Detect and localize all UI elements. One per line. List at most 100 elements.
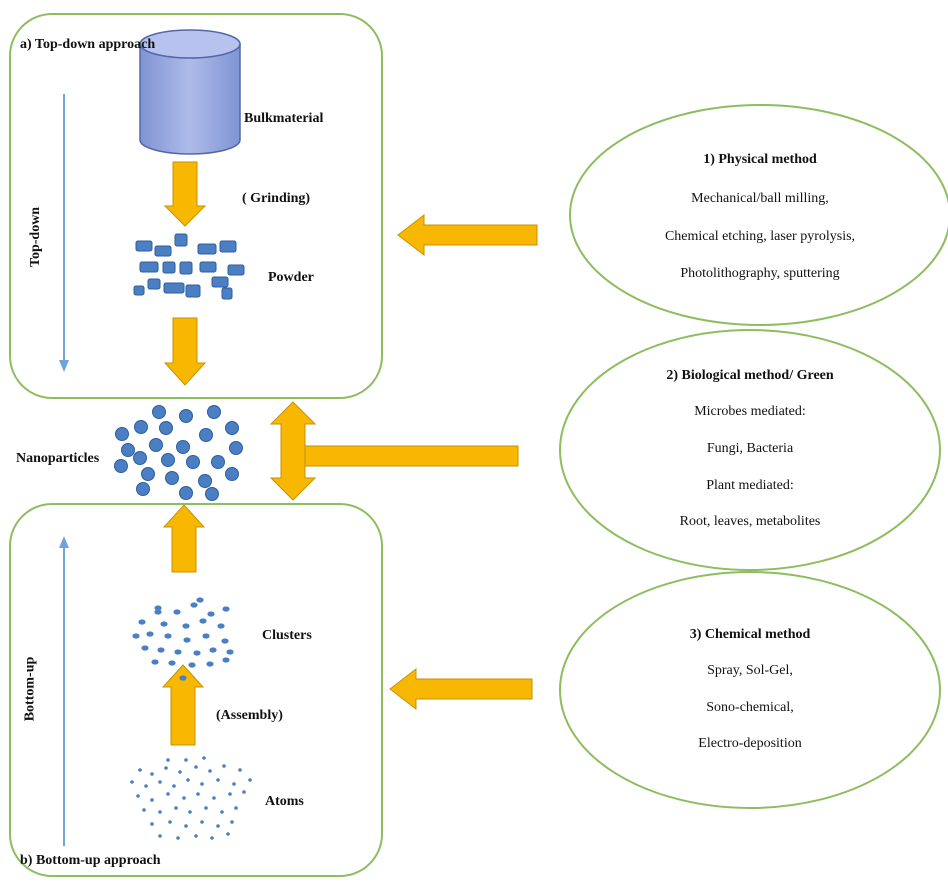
top-down-title: a) Top-down approach (20, 37, 156, 52)
nanoparticle (225, 467, 239, 481)
cluster-particle (196, 597, 204, 603)
powder-particles (133, 233, 245, 300)
nanoparticle (149, 438, 163, 452)
cluster-particle (221, 638, 229, 644)
nanoparticle (152, 405, 166, 419)
chemical-method-line: Sono-chemical, (706, 700, 794, 715)
nanoparticle (161, 453, 175, 467)
cluster-particle (182, 623, 190, 629)
cluster-particle (141, 645, 149, 651)
cluster-particle (217, 623, 225, 629)
chemical-method-line: Spray, Sol-Gel, (707, 663, 793, 678)
atom-particle (232, 782, 236, 786)
nanoparticle (136, 482, 150, 496)
atom-particle (166, 758, 170, 762)
powder-particle (197, 243, 217, 255)
chemical-method-title: 3) Chemical method (689, 627, 811, 642)
atom-particle (196, 792, 200, 796)
cluster-particle (154, 609, 162, 615)
nanoparticle (186, 455, 200, 469)
atom-particle (230, 820, 234, 824)
powder-particle (174, 233, 188, 247)
powder-particle (163, 282, 185, 294)
powder-particle (135, 240, 153, 252)
biological-method-line: Root, leaves, metabolites (679, 514, 821, 529)
top-down-side-label: Top-down (28, 206, 44, 268)
nanoparticle (198, 474, 212, 488)
atom-particle (194, 834, 198, 838)
nanoparticles-label: Nanoparticles (16, 451, 100, 466)
chemical-method-ellipse (559, 571, 941, 809)
nanoparticle (199, 428, 213, 442)
clusters-label: Clusters (262, 628, 312, 643)
cluster-particle (206, 661, 214, 667)
atom-particle (186, 778, 190, 782)
atom-particle (178, 770, 182, 774)
cluster-particle (183, 637, 191, 643)
nanoparticle (179, 409, 193, 423)
physical-method-ellipse (569, 104, 948, 326)
cluster-particle (173, 609, 181, 615)
atom-particle (204, 806, 208, 810)
atom-particle (150, 822, 154, 826)
powder-particle (199, 261, 217, 273)
cluster-particle (188, 662, 196, 668)
nanoparticle (121, 443, 135, 457)
biological-method-line: Plant mediated: (706, 478, 794, 493)
bottom-up-axis-arrow (59, 536, 69, 846)
powder-particle (211, 276, 229, 288)
cluster-particle (154, 605, 162, 611)
cluster-particle (202, 633, 210, 639)
atom-particle (184, 758, 188, 762)
nanoparticle (225, 421, 239, 435)
atom-particle (200, 820, 204, 824)
cluster-particle (138, 619, 146, 625)
atom-particle (176, 836, 180, 840)
clusters-particles (132, 597, 234, 681)
cluster-particle (164, 633, 172, 639)
nanoparticle (114, 459, 128, 473)
atom-particle (168, 820, 172, 824)
atom-particle (226, 832, 230, 836)
nanoparticle (211, 455, 225, 469)
bulk-material-cylinder-icon (139, 29, 241, 155)
atom-particle (150, 772, 154, 776)
cluster-particle (199, 618, 207, 624)
atom-particle (166, 792, 170, 796)
atoms-label: Atoms (265, 794, 304, 809)
atom-particle (150, 798, 154, 802)
physical-method-line: Mechanical/ball milling, (691, 191, 829, 206)
chemical-method-arrow (389, 667, 533, 711)
nanoparticle (176, 440, 190, 454)
powder-particle (133, 285, 145, 296)
atom-particle (188, 810, 192, 814)
nanoparticle (133, 451, 147, 465)
atom-particle (172, 784, 176, 788)
top-down-axis-arrow (59, 94, 69, 372)
atom-particle (200, 782, 204, 786)
atom-particle (158, 810, 162, 814)
biological-method-arrow (304, 445, 519, 467)
cluster-particle (146, 631, 154, 637)
cluster-particle (132, 633, 140, 639)
cluster-particle (179, 675, 187, 681)
atom-particle (216, 824, 220, 828)
powder-particle (147, 278, 161, 290)
atom-particle (138, 768, 142, 772)
top-down-box (9, 13, 383, 399)
nanoparticles-cluster (114, 405, 243, 501)
atom-particle (238, 768, 242, 772)
atom-particle (136, 794, 140, 798)
biological-method-line: Fungi, Bacteria (706, 441, 794, 456)
nanoparticle (134, 420, 148, 434)
cluster-particle (174, 649, 182, 655)
atom-particle (142, 808, 146, 812)
physical-method-title: 1) Physical method (703, 152, 817, 167)
grinding-down-arrow (163, 161, 207, 227)
powder-particle (219, 240, 237, 253)
nanoparticle (179, 486, 193, 500)
powder-particle (154, 245, 172, 257)
cluster-particle (160, 621, 168, 627)
